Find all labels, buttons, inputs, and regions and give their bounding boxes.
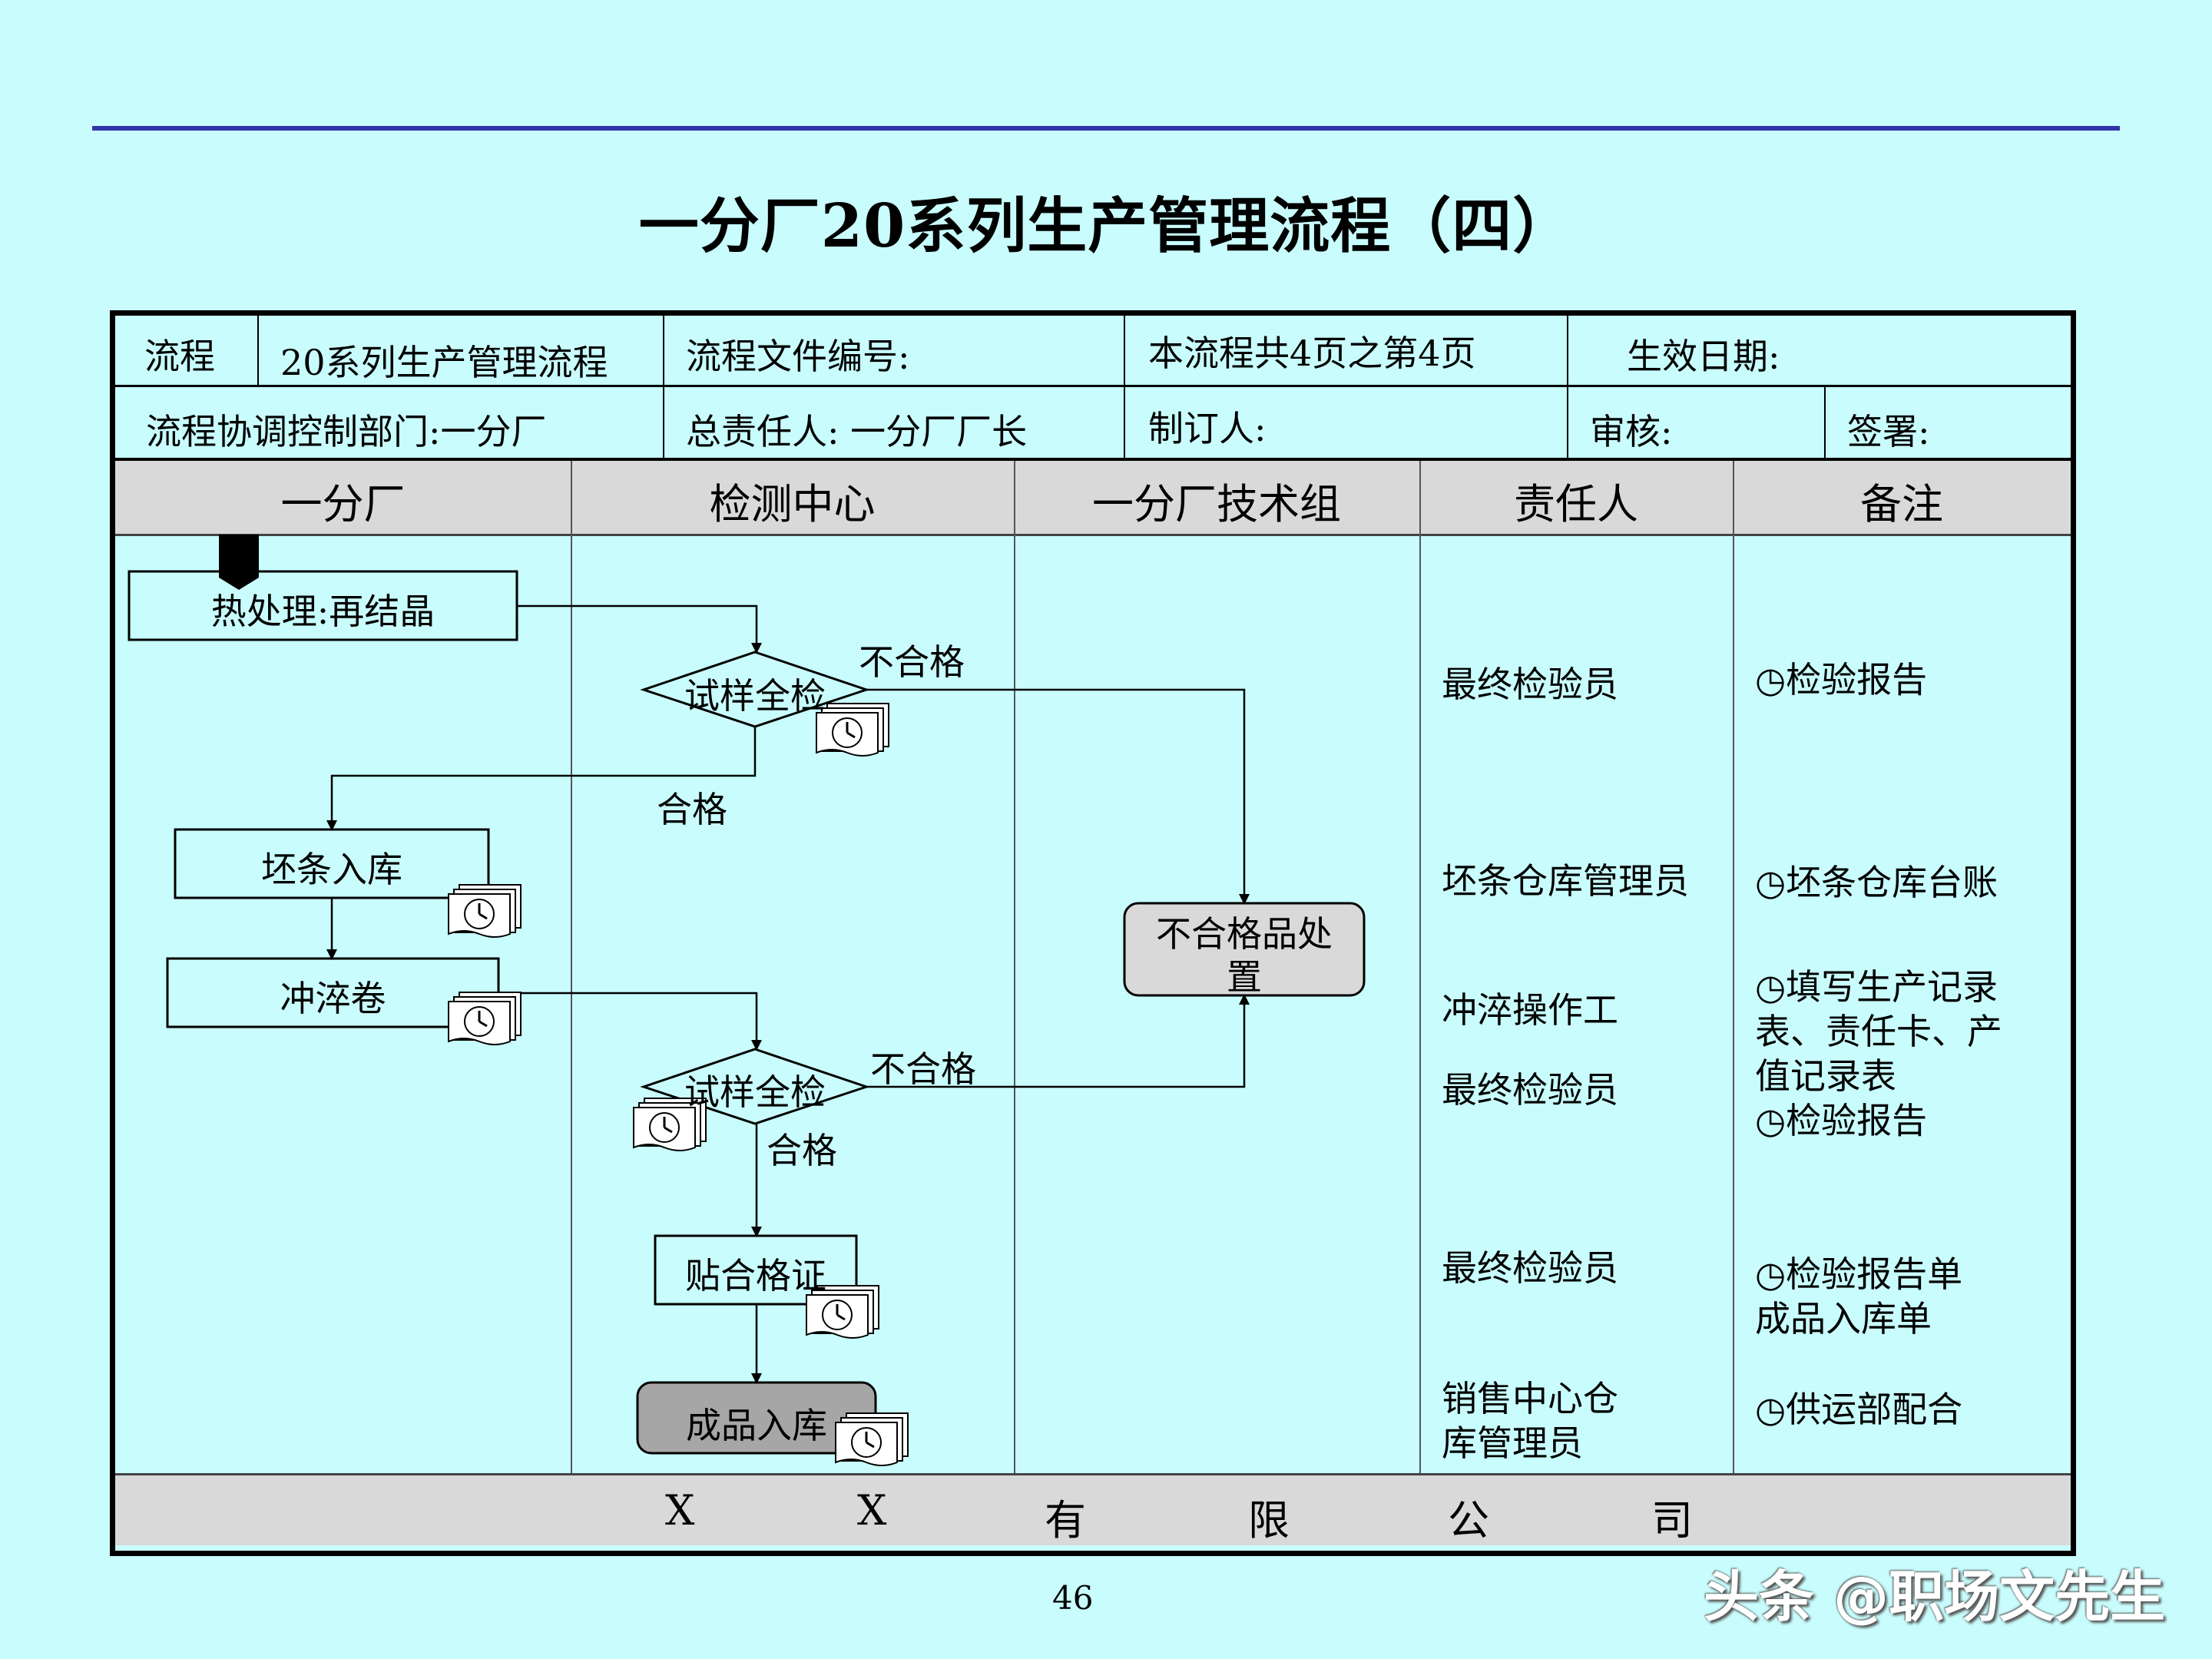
page-number: 46 [1052,1579,1094,1617]
responsible-item: 销售中心仓库管理员 [1442,1378,1618,1464]
edge-label-pass-2: 合格 [767,1130,837,1171]
node-label-finished-storage: 成品入库 [686,1405,827,1446]
edge-label-pass-1: 合格 [657,789,727,830]
node-label-heat-treatment: 热处理:再结晶 [210,591,435,632]
document-clock-icon [447,883,522,939]
lane-header-notes: 备注 [1860,480,1943,528]
footer-company-char: X [857,1486,887,1535]
node-label-nonconforming: 不合格品处 [1156,913,1333,955]
footer-divider [115,1473,2071,1475]
header-col-divider [1124,316,1125,458]
lane-header-divider [115,534,2071,536]
flow-label: 流程 [144,336,215,377]
edge-check1-pass [326,727,757,831]
lane-divider [1419,461,1421,1475]
edge-check1-fail [866,688,1250,905]
node-label-sample-check-2: 试样全检 [684,1071,826,1113]
footer-band [115,1475,2071,1545]
flow-name: 20系列生产管理流程 [280,342,608,383]
footer-company-char: 限 [1248,1496,1290,1545]
signer-label: 签署: [1847,411,1930,452]
top-rule [92,126,2120,131]
page-info: 本流程共4页之第4页 [1148,333,1476,374]
note-item: ◷检验报告单成品入库单 [1755,1253,1963,1339]
note-item: ◷填写生产记录表、责任卡、产值记录表◷检验报告 [1755,966,2002,1141]
page-title: 一分厂20系列生产管理流程（四） [638,191,1574,261]
responsible-item: 最终检验员 [1442,1069,1618,1111]
edge-check2-fail [866,994,1250,1088]
note-item: ◷检验报告 [1755,659,1928,700]
lane-header-inspection: 检测中心 [709,480,876,528]
effective-date-label: 生效日期: [1627,336,1780,377]
dept-label: 流程协调控制部门:一分厂 [146,411,547,452]
note-item: ◷供运部配合 [1755,1389,1963,1430]
footer-company-char: 有 [1045,1496,1086,1545]
edge-label-fail-1: 不合格 [859,641,965,683]
footer-company-char: 公 [1448,1496,1489,1545]
lane-divider [1014,461,1015,1475]
node-label-billet-storage: 坯条入库 [261,849,402,890]
edge-label-fail-2: 不合格 [870,1048,976,1090]
lane-header-responsible: 责任人 [1514,480,1638,528]
lane-header-factory: 一分厂 [280,480,406,528]
header-col-divider [257,316,259,385]
lane-divider [1733,461,1734,1475]
header-col-divider [1567,316,1568,458]
node-label-certificate: 贴合格证 [685,1255,826,1296]
node-label-quench-coil: 冲淬卷 [280,978,386,1019]
edge-heat-to-check1 [517,604,762,654]
drafter-label: 制订人: [1148,408,1267,449]
lane-header-band [115,461,2071,534]
header-bottom-divider [115,458,2071,461]
owner-label: 总责任人: 一分厂厂长 [686,411,1028,452]
responsible-item: 坯条仓库管理员 [1442,860,1689,902]
lane-header-tech-group: 一分厂技术组 [1092,480,1341,528]
footer-company-char: X [665,1486,695,1535]
reviewer-label: 审核: [1590,411,1673,452]
edge-quench-to-check2 [498,992,762,1051]
note-item: ◷坯条仓库台账 [1755,862,1998,903]
header-col-divider [1824,385,1826,458]
start-marker [219,535,259,590]
lane-divider [571,461,572,1475]
responsible-item: 冲淬操作工 [1442,989,1618,1031]
responsible-item: 最终检验员 [1442,664,1618,705]
node-label-sample-check-1: 试样全检 [684,675,826,717]
file-number-label: 流程文件编号: [686,336,910,377]
header-row-divider [115,385,2071,387]
watermark: 头条 @职场文先生 [1704,1565,2166,1629]
process-frame [110,310,2076,1556]
node-label-nonconforming-line2: 置 [1227,956,1262,998]
responsible-item: 最终检验员 [1442,1247,1618,1289]
node-sample-check-2[interactable] [640,1048,870,1125]
header-col-divider [663,316,664,458]
footer-company-char: 司 [1651,1496,1693,1545]
